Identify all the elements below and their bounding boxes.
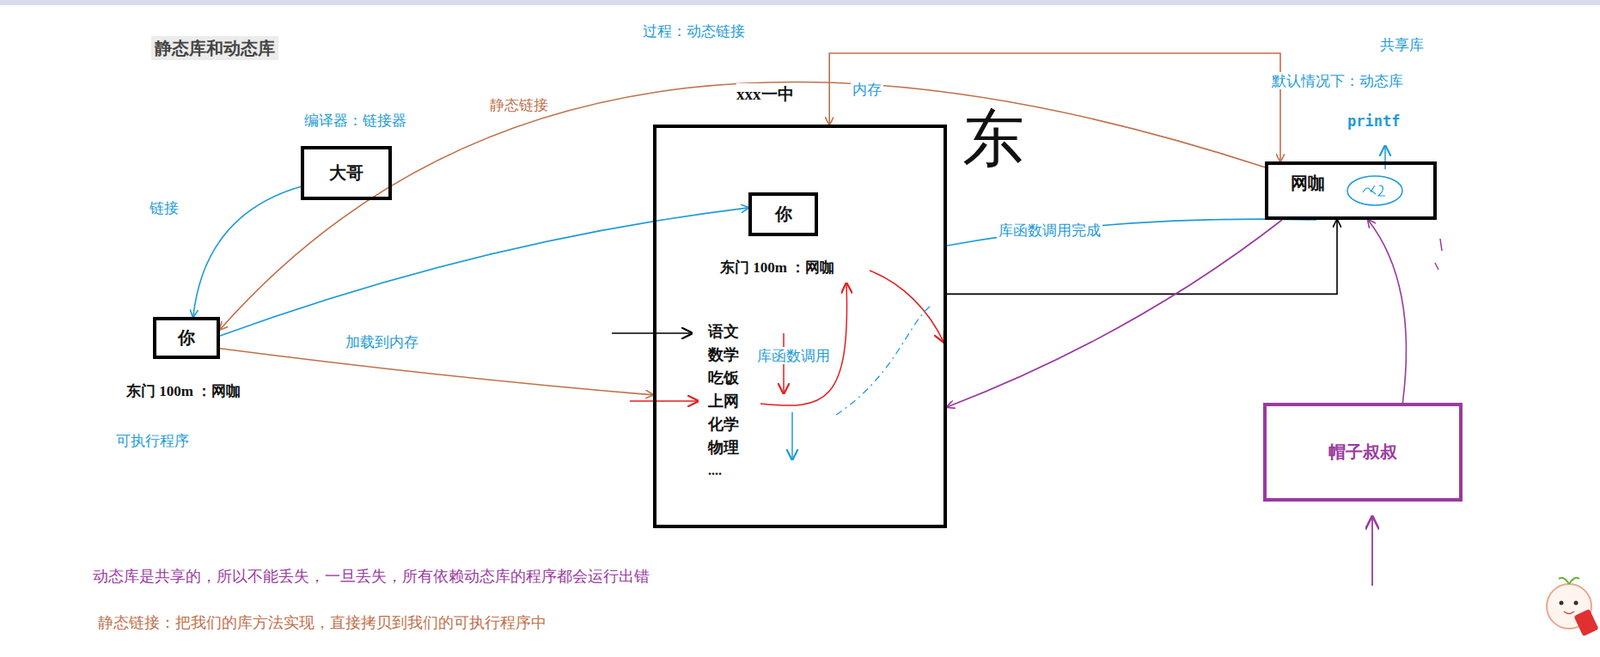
connector <box>193 186 301 318</box>
mascot <box>1546 578 1600 637</box>
node-text: 帽子叔叔 <box>1328 440 1398 465</box>
note-label: 物理 <box>706 439 741 459</box>
title: 静态库和动态库 <box>151 36 279 61</box>
note-label: 化学 <box>706 415 741 435</box>
note-label: 数学 <box>706 346 741 366</box>
connector <box>946 219 1283 408</box>
note-label: 默认情况下：动态库 <box>1270 72 1405 90</box>
you-box: 你 <box>152 317 220 360</box>
note-label: 内存 <box>850 80 884 98</box>
note-label: 静态链接：把我们的库方法实现，直接拷贝到我们的可执行程序中 <box>96 613 549 633</box>
pointer-arrows <box>611 146 1442 587</box>
note-label: 共享库 <box>1378 36 1426 54</box>
edge-label: 加载到内存 <box>343 333 421 351</box>
note-label: 语文 <box>706 323 741 342</box>
brother-box: 大哥 <box>300 146 392 201</box>
note-label: 东门 100m ：网咖 <box>124 383 243 401</box>
connector <box>219 207 749 336</box>
netcafe-box: 网咖 <box>1264 161 1437 220</box>
node-text: 大哥 <box>329 161 364 185</box>
memory-box: xxx一中你 <box>653 124 947 529</box>
note-label: printf <box>1345 112 1402 130</box>
connector <box>829 53 1281 162</box>
connector <box>219 348 654 396</box>
note-label: 吃饭 <box>706 369 741 389</box>
note-label: 上网 <box>706 392 741 412</box>
node-text: 你 <box>177 326 196 350</box>
note-label: .... <box>706 462 724 479</box>
note-label: 东门 100m ：网咖 <box>718 259 837 277</box>
node-text: xxx一中 <box>736 83 794 106</box>
top-bar <box>0 0 1600 6</box>
edge-label: 链接 <box>147 199 181 217</box>
you-box: 你 <box>748 192 819 237</box>
note-label: 动态库是共享的，所以不能丢失，一旦丢失，所有依赖动态库的程序都会运行出错 <box>91 567 652 587</box>
note-label: 编译器：链接器 <box>302 111 409 129</box>
note-label: 库函数调用 <box>755 347 832 365</box>
edge-label: 过程：动态链接 <box>641 22 747 40</box>
connector <box>219 81 1265 330</box>
node-text: 你 <box>775 202 793 226</box>
node-text: 网咖 <box>1290 171 1326 196</box>
edge-label: 静态链接 <box>488 96 550 114</box>
connector <box>1367 219 1406 404</box>
police-box: 帽子叔叔 <box>1263 403 1463 502</box>
connector <box>946 219 1317 246</box>
edge-label: 库函数调用完成 <box>996 221 1103 239</box>
note-label: 东 <box>960 101 1026 176</box>
note-label: 可执行程序 <box>114 432 191 450</box>
connector <box>946 219 1338 294</box>
